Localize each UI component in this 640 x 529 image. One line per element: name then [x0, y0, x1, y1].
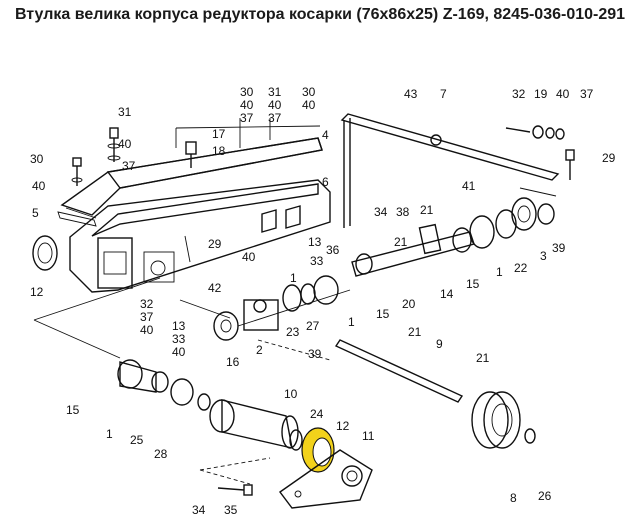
callout-37: 37 — [122, 159, 136, 173]
bar-9 — [334, 339, 464, 403]
callout-4: 4 — [322, 128, 329, 142]
callout-22: 22 — [514, 261, 528, 275]
callout-36: 36 — [326, 243, 340, 257]
callout-1: 1 — [348, 315, 355, 329]
callout-32: 32 — [512, 87, 526, 101]
callout-18: 18 — [212, 144, 226, 158]
callout-15: 15 — [376, 307, 390, 321]
callout-34: 34 — [192, 503, 206, 517]
callout-24: 24 — [310, 407, 324, 421]
lower-left-gear-assembly — [117, 359, 211, 411]
callout-30: 30 — [30, 152, 44, 166]
shaft-14-assembly — [351, 197, 555, 277]
callout-43: 43 — [404, 87, 418, 101]
callout-14: 14 — [440, 287, 454, 301]
callout-39: 39 — [308, 347, 322, 361]
bushing-12-highlighted[interactable] — [301, 427, 335, 473]
callout-29: 29 — [602, 151, 616, 165]
callout-20: 20 — [402, 297, 416, 311]
callout-40: 40 — [302, 98, 316, 112]
callout-21: 21 — [394, 235, 408, 249]
callout-28: 28 — [154, 447, 168, 461]
callout-1: 1 — [290, 271, 297, 285]
bearing-12-left — [32, 235, 58, 271]
callout-31: 31 — [268, 85, 282, 99]
bolt-32-top-right — [505, 125, 565, 140]
bolt-35 — [217, 484, 253, 496]
callout-23: 23 — [286, 325, 300, 339]
callout-6: 6 — [322, 175, 329, 189]
page-title: Втулка велика корпуса редуктора косарки … — [14, 6, 626, 23]
callout-40: 40 — [240, 98, 254, 112]
gearbox-housing — [69, 179, 331, 293]
callout-9: 9 — [436, 337, 443, 351]
callout-41: 41 — [462, 179, 476, 193]
assembly-leader-lines — [33, 118, 321, 485]
callout-40: 40 — [32, 179, 46, 193]
callout-21: 21 — [408, 325, 422, 339]
callout-32: 32 — [140, 297, 154, 311]
callout-33: 33 — [310, 254, 324, 268]
middle-gear-assembly — [213, 275, 351, 361]
callout-2: 2 — [256, 343, 263, 357]
callout-12: 12 — [336, 419, 350, 433]
callout-17: 17 — [212, 127, 226, 141]
callout-21: 21 — [420, 203, 434, 217]
callout-30: 30 — [240, 85, 254, 99]
callout-39: 39 — [552, 241, 566, 255]
callout-11: 11 — [362, 429, 375, 443]
callout-19: 19 — [534, 87, 548, 101]
bolt-30-left — [71, 157, 83, 186]
callout-30: 30 — [302, 85, 316, 99]
callout-21: 21 — [476, 351, 490, 365]
callout-12: 12 — [30, 285, 44, 299]
callout-40: 40 — [118, 137, 132, 151]
callout-1: 1 — [106, 427, 113, 441]
callout-15: 15 — [66, 403, 80, 417]
callout-29: 29 — [208, 237, 222, 251]
bolt-29-right — [565, 149, 575, 180]
callout-1: 1 — [496, 265, 503, 279]
callout-37: 37 — [580, 87, 594, 101]
callout-16: 16 — [226, 355, 240, 369]
bolt-31-left — [107, 127, 121, 162]
callout-34: 34 — [374, 205, 388, 219]
housing-10 — [209, 399, 303, 451]
frame-7 — [340, 113, 560, 228]
callout-37: 37 — [268, 111, 282, 125]
callout-40: 40 — [242, 250, 256, 264]
callout-25: 25 — [130, 433, 144, 447]
callout-40: 40 — [172, 345, 186, 359]
callout-10: 10 — [284, 387, 298, 401]
callout-3: 3 — [540, 249, 547, 263]
callout-37: 37 — [140, 310, 154, 324]
cover-plate — [60, 137, 323, 219]
callout-26: 26 — [538, 489, 552, 503]
callout-labels: 31 40 37 30 40 17 18 30 40 37 31 40 37 3… — [30, 85, 616, 517]
callout-15: 15 — [466, 277, 480, 291]
callout-40: 40 — [268, 98, 282, 112]
callout-35: 35 — [224, 503, 238, 517]
callout-42: 42 — [208, 281, 222, 295]
callout-8: 8 — [510, 491, 517, 505]
callout-13: 13 — [172, 319, 186, 333]
callout-27: 27 — [306, 319, 320, 333]
callout-31: 31 — [118, 105, 132, 119]
callout-33: 33 — [172, 332, 186, 346]
callout-5: 5 — [32, 206, 39, 220]
callout-7: 7 — [440, 87, 447, 101]
callout-40: 40 — [140, 323, 154, 337]
cover-gasket — [57, 211, 97, 227]
arm-11 — [279, 449, 373, 509]
pulley-8 — [471, 391, 536, 449]
callout-37: 37 — [240, 111, 254, 125]
bolt-18 — [185, 141, 197, 168]
callout-13: 13 — [308, 235, 322, 249]
callout-40: 40 — [556, 87, 570, 101]
callout-38: 38 — [396, 205, 410, 219]
